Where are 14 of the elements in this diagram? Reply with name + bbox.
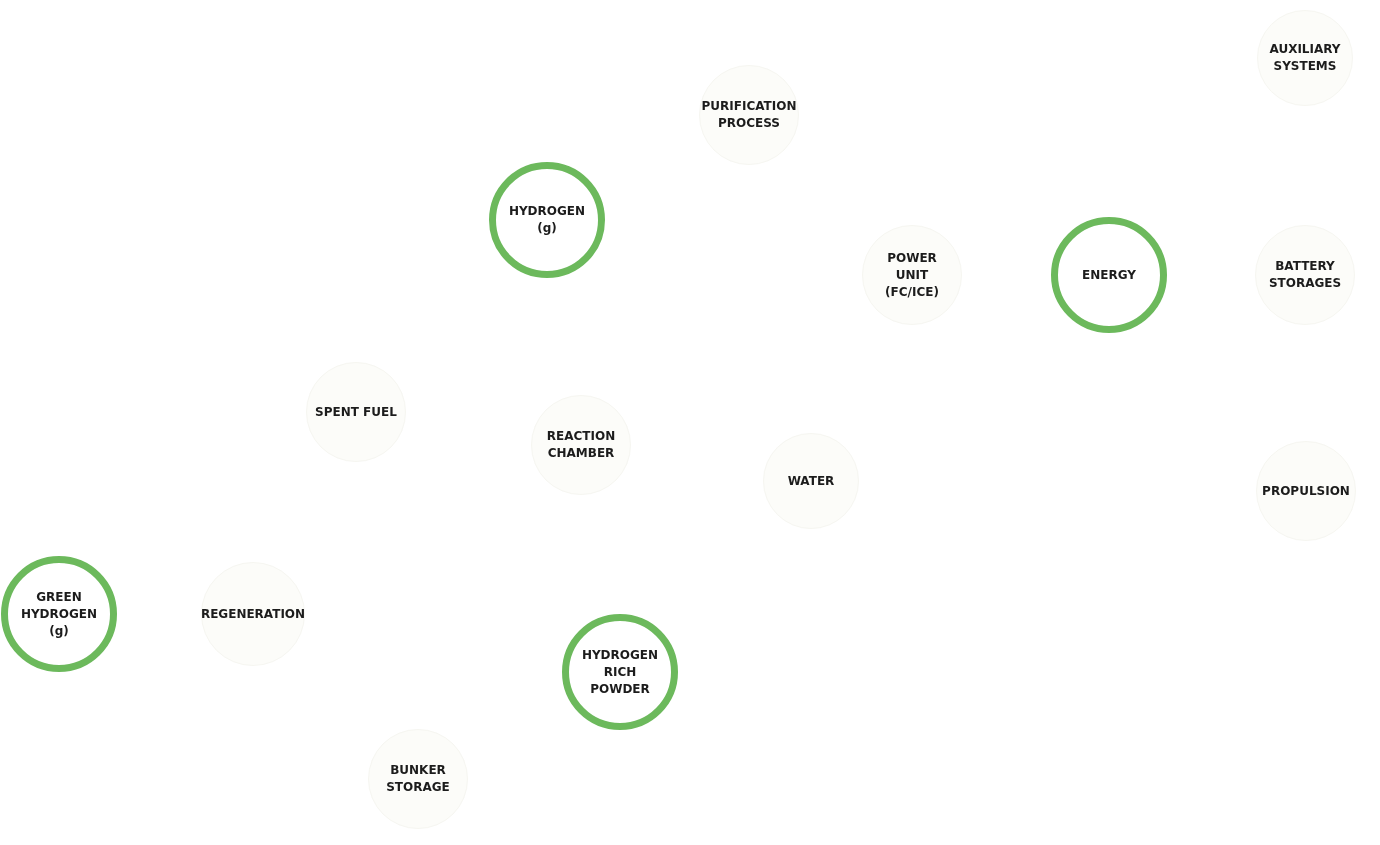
node-label: REGENERATION <box>199 605 307 623</box>
node-label: HYDROGEN (g) <box>507 203 587 237</box>
node-label: REACTION CHAMBER <box>545 428 617 462</box>
node-label: SPENT FUEL <box>314 403 398 421</box>
node-label: WATER <box>786 472 836 490</box>
node-label: PURIFICATION PROCESS <box>700 98 798 132</box>
node-label: AUXILIARY SYSTEMS <box>1268 41 1342 75</box>
node-label: GREEN HYDROGEN (g) <box>19 588 99 640</box>
node-label: BATTERY STORAGES <box>1267 258 1343 292</box>
node-label: ENERGY <box>1081 266 1137 284</box>
node-label: PROPULSION <box>1261 482 1351 500</box>
node-label: POWER UNIT (FC/ICE) <box>884 249 940 301</box>
node-label: HYDROGEN RICH POWDER <box>580 646 660 698</box>
node-label: BUNKER STORAGE <box>385 762 451 796</box>
